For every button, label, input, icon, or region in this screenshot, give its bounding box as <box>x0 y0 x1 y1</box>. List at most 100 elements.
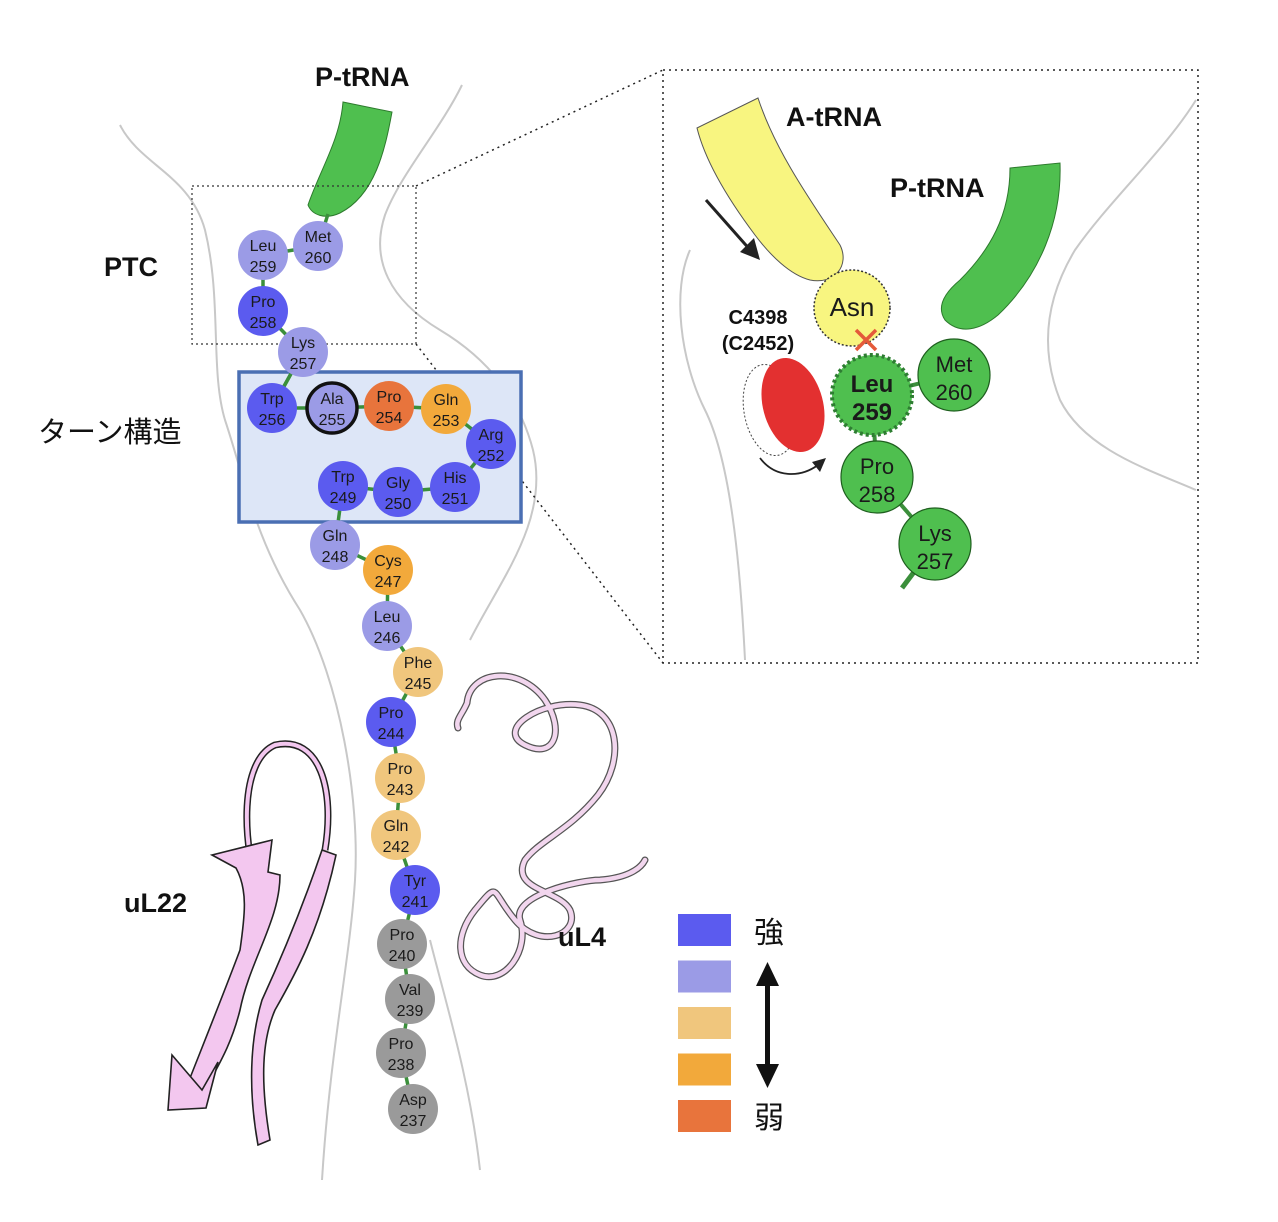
residue-number: 250 <box>385 496 412 513</box>
residue-pro-243: Pro 243 <box>375 753 425 803</box>
tunnel-wall-lower-right <box>429 939 481 1171</box>
residue-number: 258 <box>250 315 277 332</box>
inset-residue-circle <box>830 353 914 437</box>
residue-circle <box>362 601 412 651</box>
residue-number: 245 <box>405 676 432 693</box>
residue-name: Cys <box>374 553 402 570</box>
residue-circle <box>466 419 516 469</box>
c4398-shift-arrow <box>759 457 819 475</box>
inset-residue-name: Pro <box>860 454 894 479</box>
residue-number: 241 <box>402 894 429 911</box>
c4398-label: C4398 <box>729 307 788 329</box>
residue-name: Pro <box>390 927 415 944</box>
residue-name: Val <box>399 982 421 999</box>
ul4-outline <box>453 672 649 981</box>
inset-residue-number: 257 <box>917 549 954 574</box>
residue-met-260: Met 260 <box>293 221 343 271</box>
residue-number: 259 <box>250 259 277 276</box>
residue-number: 248 <box>322 549 349 566</box>
inset-residue-number: 259 <box>852 399 892 426</box>
residue-pro-238: Pro 238 <box>376 1028 426 1078</box>
asn-residue <box>813 269 891 347</box>
residue-circle <box>318 461 368 511</box>
residue-circle <box>388 1084 438 1134</box>
residue-circle <box>363 545 413 595</box>
ul22-strand-a <box>189 838 281 1102</box>
accommodation-arrow <box>704 199 754 253</box>
residue-name: Gln <box>323 528 348 545</box>
residue-number: 260 <box>305 250 332 267</box>
residue-circle <box>364 381 414 431</box>
residue-number: 246 <box>374 630 401 647</box>
legend-swatch <box>678 914 731 946</box>
residue-number: 238 <box>388 1057 415 1074</box>
tunnel-wall-right <box>379 84 538 641</box>
residue-name: Pro <box>388 761 413 778</box>
inset-panel: A-tRNA P-tRNA Asn C4398 (C2452) Met260Le… <box>662 69 1199 664</box>
legend-swatch <box>678 1100 731 1132</box>
inset-residue-circle <box>898 507 972 581</box>
inset-residue-name: Met <box>936 352 973 377</box>
residue-gly-250: Gly 250 <box>373 467 423 517</box>
residue-circle <box>376 1028 426 1078</box>
legend-strength-arrow <box>756 962 779 1088</box>
ul22-ribbon <box>167 740 337 1147</box>
residue-name: Lys <box>291 335 315 352</box>
residue-name: Asp <box>399 1092 427 1109</box>
p-trna-label: P-tRNA <box>315 62 410 92</box>
residue-asp-237: Asp 237 <box>388 1084 438 1134</box>
residue-name: Gly <box>386 475 410 492</box>
residue-circle <box>238 230 288 280</box>
inset-p-trna-shape <box>940 162 1061 330</box>
residue-number: 256 <box>259 412 286 429</box>
residue-name: Pro <box>379 705 404 722</box>
residue-number: 253 <box>433 413 460 430</box>
a-trna-shape <box>696 97 844 282</box>
residue-name: Arg <box>479 427 504 444</box>
residue-circle <box>305 381 359 435</box>
inset-p-trna-label: P-tRNA <box>890 173 985 203</box>
ul4-loop <box>453 672 649 981</box>
residue-circle <box>430 462 480 512</box>
residue-name: Ala <box>320 391 343 408</box>
residue-number: 237 <box>400 1113 427 1130</box>
residue-number: 243 <box>387 782 414 799</box>
a-trna-label: A-tRNA <box>786 102 882 132</box>
c2452-label: (C2452) <box>722 333 794 355</box>
ul4-fill <box>455 673 648 979</box>
residue-name: Met <box>305 229 332 246</box>
residue-number: 239 <box>397 1003 424 1020</box>
legend-swatch <box>678 1007 731 1039</box>
ul22-label: uL22 <box>124 888 187 918</box>
residue-name: Pro <box>389 1036 414 1053</box>
residue-circle <box>278 327 328 377</box>
residue-circle <box>310 520 360 570</box>
accommodation-arrowhead <box>740 238 760 260</box>
residue-name: Pro <box>377 389 402 406</box>
legend-swatch <box>678 1053 731 1086</box>
residue-circle <box>238 286 288 336</box>
residue-name: Trp <box>260 391 284 408</box>
legend-strong-label: 強 <box>754 916 784 951</box>
residue-circle <box>373 467 423 517</box>
legend-weak-label: 弱 <box>754 1101 784 1136</box>
residue-circle <box>385 974 435 1024</box>
blocked-bond-mark <box>854 328 878 352</box>
